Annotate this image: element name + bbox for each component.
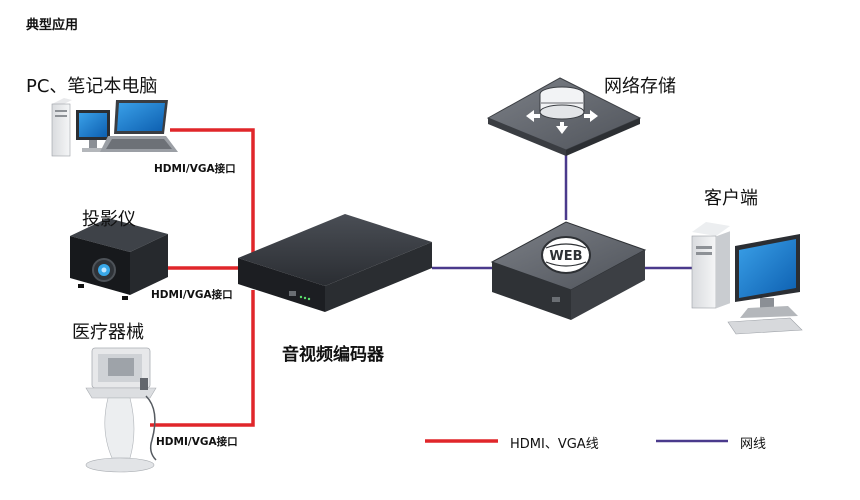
encoder-image [238, 214, 432, 312]
label-client: 客户端 [704, 188, 758, 209]
port-label-pc: HDMI/VGA接口 [154, 163, 236, 175]
legend-hdmi-label: HDMI、VGA线 [510, 437, 599, 452]
label-encoder: 音视频编码器 [282, 345, 384, 365]
label-medical-device: 医疗器械 [72, 322, 144, 343]
page-title: 典型应用 [26, 18, 79, 33]
client-pc-image [691, 222, 803, 335]
web-badge: WEB [549, 249, 582, 264]
pc-laptop-image [51, 98, 178, 157]
label-pc-laptop: PC、笔记本电脑 [26, 76, 158, 97]
cable-pc [170, 128, 255, 258]
label-network-storage: 网络存储 [604, 76, 676, 97]
web-server-image [490, 221, 647, 320]
port-label-medical: HDMI/VGA接口 [156, 436, 238, 448]
cable-medical [150, 290, 255, 427]
legend-network-label: 网线 [740, 437, 767, 452]
port-label-projector: HDMI/VGA接口 [151, 289, 233, 301]
projector-image [70, 218, 168, 300]
label-projector: 投影仪 [82, 209, 136, 230]
network-storage-image [486, 77, 642, 156]
medical-device-image [85, 347, 157, 473]
